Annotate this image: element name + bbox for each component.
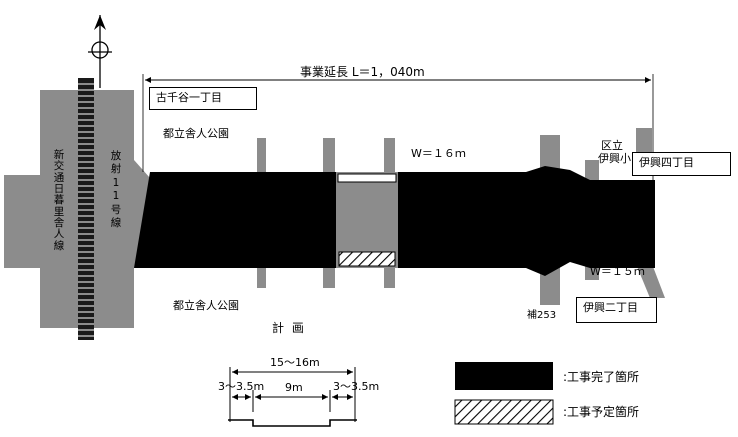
road-shinkotsu-label: 新交通日暮里舎人線 (53, 149, 65, 252)
school-line1: 区立 (601, 139, 623, 152)
road-width-east: W＝１５ｍ (590, 265, 645, 278)
legend-completed-label: :工事完了箇所 (563, 370, 640, 384)
road-hoshya-label: 放射11号線 (110, 150, 122, 230)
plan-label: 計 画 (272, 321, 306, 335)
school-line2: 伊興小 (598, 152, 631, 165)
cross-section-total: 15〜16m (270, 356, 320, 369)
rail-line-band (78, 78, 94, 340)
cross-section-center: 9m (285, 381, 303, 394)
legend-planned-swatch (454, 399, 554, 425)
cross-section-left: 3〜3.5m (218, 380, 265, 393)
legend-planned-label: :工事予定箇所 (563, 405, 640, 419)
cross-section-diagram (228, 367, 357, 427)
legend-completed-swatch (455, 362, 553, 390)
completed-road-section (134, 166, 655, 276)
place-park-north: 都立舎人公園 (163, 127, 229, 140)
place-furusenya: 古千谷一丁目 (149, 87, 257, 110)
intersection-area (4, 90, 150, 328)
road-ho253-label: 補253 (527, 310, 557, 321)
project-length-label: 事業延長 L＝1，040m (300, 65, 425, 79)
planned-road-section (336, 172, 398, 268)
place-park-south: 都立舎人公園 (173, 299, 239, 312)
place-ikou2: 伊興二丁目 (576, 297, 657, 323)
place-ikou4: 伊興四丁目 (632, 152, 731, 176)
cross-section-right: 3〜3.5m (333, 380, 380, 393)
road-width-main: W＝１６ｍ (411, 147, 466, 160)
north-arrow-icon (88, 15, 112, 88)
